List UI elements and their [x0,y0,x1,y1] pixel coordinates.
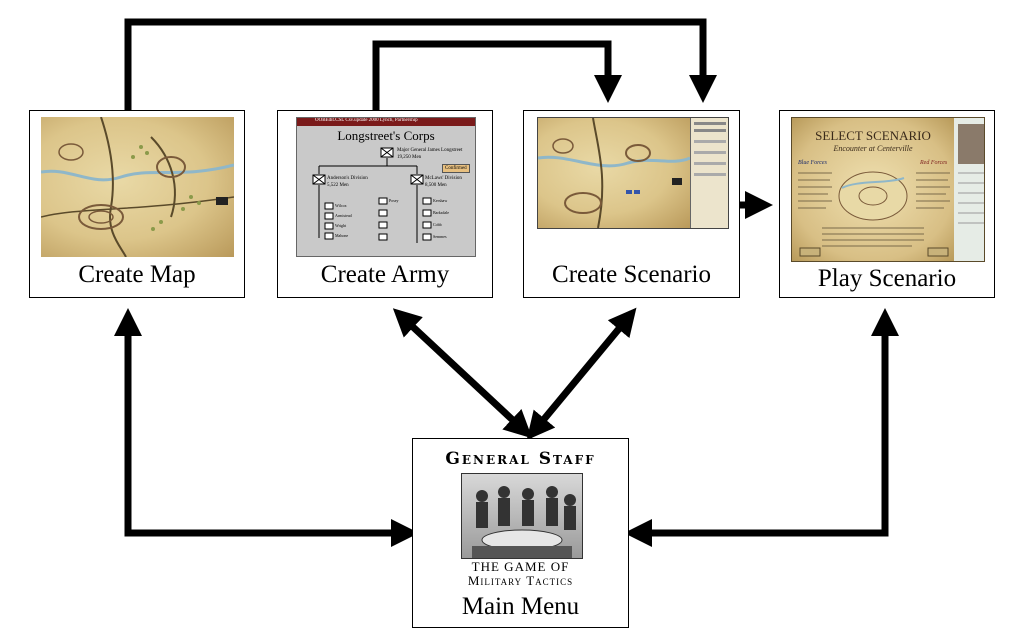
logo-subtitle-1: THE GAME OF [471,559,570,574]
node-create-scenario[interactable]: Create Scenario [523,110,740,298]
edge-menu-map [114,308,419,547]
brigade-label: Wilcox [335,203,347,208]
scenario-editor-thumbnail [537,117,729,229]
node-label: Main Menu [461,593,580,620]
node-main-menu[interactable]: General Staff THE GAME OF Military Tacti… [412,438,629,628]
scenario-map [538,118,691,228]
army-editor-thumbnail: OOBEdit.CSL Csv.update 2000 Lynch, Partn… [296,117,476,257]
brigade-label: Kershaw [433,198,448,203]
node-label: Play Scenario [817,265,957,292]
commander-men: 19,250 Men [397,155,422,160]
red-forces-label: Red Forces [920,160,948,166]
engraving-drawing [472,486,576,558]
window-title: OOBEdit.CSL Csv.update 2000 Lynch, Partn… [315,118,418,123]
edge-menu-scenario [526,307,637,441]
node-create-map[interactable]: Create Map [29,110,245,298]
edge-army-to-scenario [372,40,622,110]
division-1-name: Anderson's Division [327,176,368,181]
confirmed-button: Confirmed [442,164,470,173]
blue-forces-label: Blue Forces [798,160,827,166]
brigade-label: Posey [389,198,399,203]
play-scenario-drawing [798,118,984,261]
brigade-label: Wright [335,223,347,228]
edge-menu-army [392,308,533,439]
division-1-men: 5,522 Men [327,183,349,188]
brigade-label: Armistead [335,213,352,218]
map-thumbnail [41,117,234,257]
division-2-men: 8,500 Men [425,183,447,188]
edge-menu-play [624,308,899,547]
commander-name: Major General James Longstreet [397,148,463,153]
node-create-army[interactable]: OOBEdit.CSL Csv.update 2000 Lynch, Partn… [277,110,493,298]
engraving-image [461,473,583,559]
logo-subtitle-2: Military Tactics [467,573,574,588]
scenario-side-panel [690,118,728,228]
scenario-subtitle: Encounter at Centerville [833,144,913,153]
brigade-label: Semmes [433,234,447,239]
node-label: Create Scenario [552,261,711,288]
brigade-label: Mahone [335,233,349,238]
select-scenario-thumbnail: SELECT SCENARIO Encounter at Centerville… [791,117,985,262]
node-label: Create Map [78,261,196,288]
army-heading: Longstreet's Corps [337,128,435,143]
brigade-label: Barksdale [433,210,449,215]
logo-general-staff: General Staff [445,449,596,469]
select-scenario-title: SELECT SCENARIO [815,128,931,143]
army-tree [312,147,432,243]
map-drawing [41,117,234,257]
node-label: Create Army [320,261,450,288]
window-title-bar: OOBEdit.CSL Csv.update 2000 Lynch, Partn… [297,118,475,126]
node-play-scenario[interactable]: SELECT SCENARIO Encounter at Centerville… [779,110,995,298]
brigade-label: Cobb [433,222,442,227]
division-2-name: McLaws' Division [425,176,462,181]
scenario-map-drawing [538,118,691,228]
edge-map-to-scenario [124,18,717,110]
